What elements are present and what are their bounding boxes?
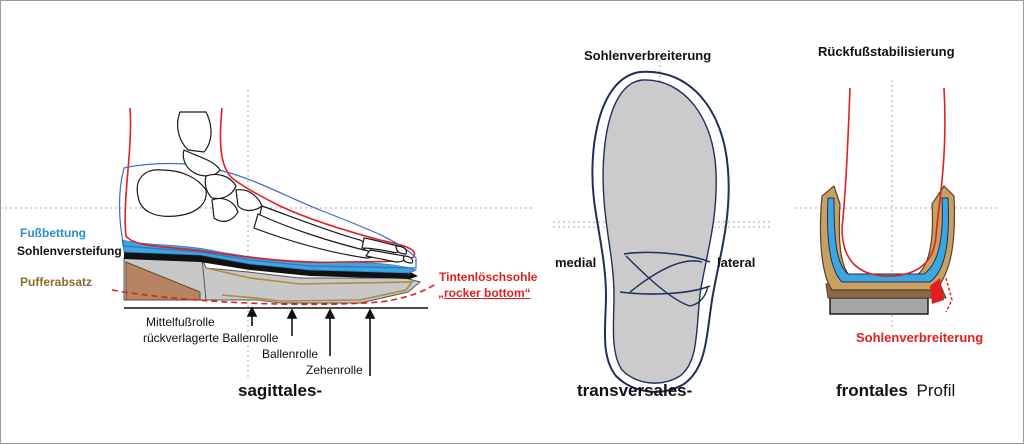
label-rocker-bottom: „rocker bottom“ xyxy=(438,286,531,300)
foot-skeleton xyxy=(136,111,414,264)
heel-buffer-wedge xyxy=(125,261,201,301)
frontal-foot-bedding xyxy=(827,197,949,283)
transversal-sole xyxy=(591,70,730,393)
label-ballenrolle: Ballenrolle xyxy=(262,347,319,361)
caption-frontal-suffix: Profil xyxy=(916,381,956,400)
label-sohlenversteifung: Sohlenversteifung xyxy=(17,244,122,258)
label-sohlenverbreiterung-frontal: Sohlenverbreiterung xyxy=(856,330,984,345)
caption-sagittal: sagittales- xyxy=(238,381,323,400)
label-pufferabsatz: Pufferabsatz xyxy=(20,275,93,289)
label-medial: medial xyxy=(555,255,597,270)
caption-transversal: transversales- xyxy=(577,381,693,400)
frontal-shoe xyxy=(819,87,956,315)
title-sohlenverbreiterung: Sohlenverbreiterung xyxy=(584,48,712,63)
sole-stiffening-layer xyxy=(124,252,418,279)
label-tintenloeschsohle: Tintenlöschsohle xyxy=(439,270,538,284)
label-mittelfussrolle: Mittelfußrolle xyxy=(146,315,215,329)
label-rueckverlagerte-ballenrolle: rückverlagerte Ballenrolle xyxy=(143,331,279,345)
rocker-bottom-curve xyxy=(111,283,437,306)
label-fussbettung: Fußbettung xyxy=(20,226,86,240)
rolling-point-arrows xyxy=(246,306,376,376)
sole-inner-fill xyxy=(602,79,717,384)
sagittal-shoe xyxy=(111,107,437,376)
caption-frontal-bold: frontales xyxy=(836,381,908,400)
title-rueckfussstabilisierung: Rückfußstabilisierung xyxy=(818,44,955,59)
frontal-sole-widening xyxy=(930,278,944,304)
caption-frontal: frontales Profil xyxy=(836,381,955,401)
frontal-sole-base xyxy=(829,297,929,315)
sole-outer-outline xyxy=(591,70,730,393)
label-zehenrolle: Zehenrolle xyxy=(306,363,363,377)
frontal-leg-contour xyxy=(841,87,946,277)
label-lateral: lateral xyxy=(717,255,756,270)
